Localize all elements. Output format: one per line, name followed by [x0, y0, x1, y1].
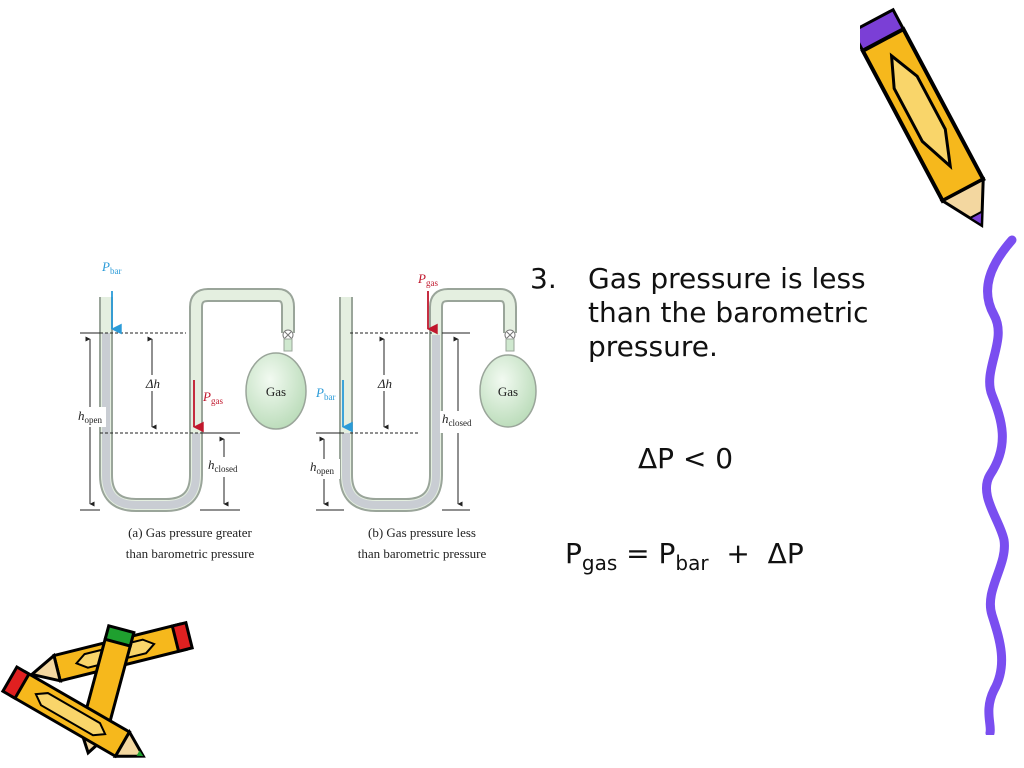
- p-bar-label-a: Pbar: [101, 259, 121, 276]
- gas-label-a: Gas: [266, 384, 286, 399]
- h-closed-label-b: hclosed: [442, 411, 472, 428]
- squiggle-border: [981, 235, 1017, 735]
- delta-h-label-b: Δh: [377, 376, 392, 391]
- pencils-clipart-bottom: [0, 620, 194, 759]
- h-open-label-b: hopen: [310, 459, 334, 476]
- mercury-b: [342, 335, 440, 509]
- caption-b-line2: than barometric pressure: [358, 546, 487, 561]
- p-gas-label-a: Pgas: [202, 389, 223, 406]
- gas-bulb-a: [245, 352, 307, 430]
- gas-bulb-b: [479, 354, 537, 428]
- bullet-text: Gas pressure is less than the barometric…: [588, 262, 869, 363]
- caption-b-line1: (b) Gas pressure less: [368, 525, 476, 540]
- pencil-clipart-top: [860, 7, 986, 229]
- h-closed-label-a: hclosed: [208, 457, 238, 474]
- delta-h-label-a: Δh: [145, 376, 160, 391]
- mercury-a: [102, 333, 200, 509]
- manometer-figure: Gas Pbar Pgas Δh hopen hclosed: [76, 259, 537, 561]
- gas-label-b: Gas: [498, 384, 518, 399]
- delta-p-statement: ΔP < 0: [638, 442, 734, 475]
- panel-a: Gas Pbar Pgas Δh hopen hclosed: [76, 259, 307, 561]
- bullet-number: 3.: [530, 262, 557, 295]
- pressure-formula: Pgas = Pbar + ΔP: [565, 537, 804, 575]
- caption-a-line2: than barometric pressure: [126, 546, 255, 561]
- caption-a-line1: (a) Gas pressure greater: [128, 525, 252, 540]
- panel-b: Gas Pgas Pbar Δh hclosed hopen: [308, 271, 537, 561]
- p-bar-label-b: Pbar: [315, 385, 335, 402]
- p-gas-label-b: Pgas: [417, 271, 438, 288]
- h-open-label-a: hopen: [78, 408, 102, 425]
